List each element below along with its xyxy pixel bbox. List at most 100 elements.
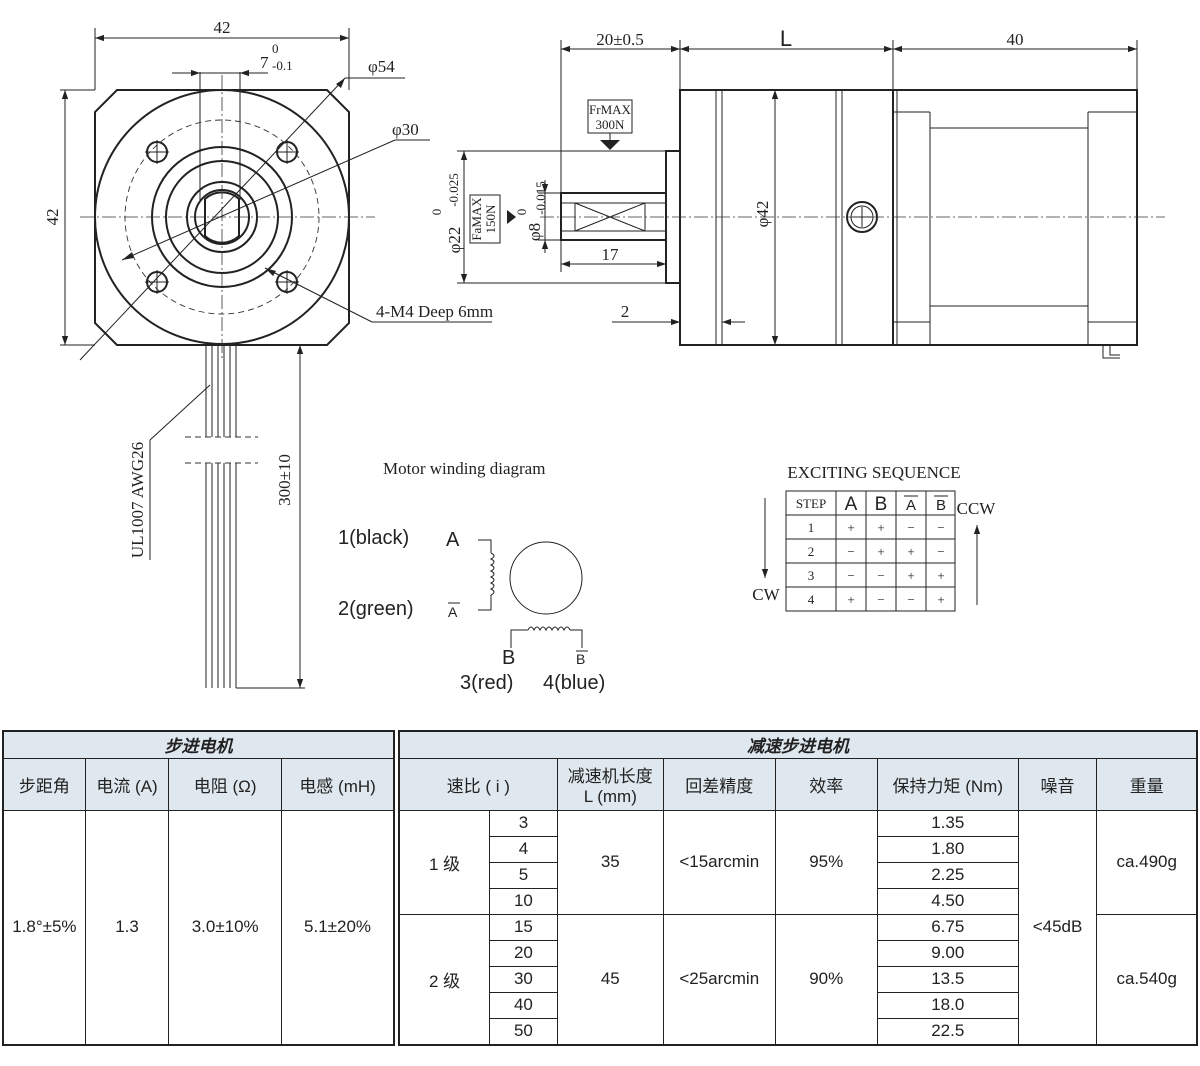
header-backlash: 回差精度 <box>662 757 776 811</box>
seq-header-step: STEP <box>796 496 826 511</box>
stage-2-efficiency: 90% <box>774 913 878 1046</box>
value-step-angle: 1.8°±5% <box>2 809 86 1046</box>
stage-1-label: 1 级 <box>398 809 491 915</box>
motor-body <box>892 89 1138 346</box>
torque-cell: 6.75 <box>876 913 1019 941</box>
header-step-angle: 步距角 <box>2 757 86 811</box>
seq-state-cell: + <box>907 544 914 559</box>
flat-dim: 7 <box>260 53 269 72</box>
stage-1-length: 35 <box>556 809 664 915</box>
header-holding-torque: 保持力矩 (Nm) <box>876 757 1019 811</box>
value-current: 1.3 <box>84 809 170 1046</box>
gear-motor-table: 减速步进电机 速比 ( i ) 减速机长度 L (mm) 回差精度 效率 保持力… <box>398 730 1198 1046</box>
shaft-diameter-upper: 0 <box>514 209 529 216</box>
phi54-dim: φ54 <box>368 57 395 76</box>
sequence-rows: 1++−−2−++−3−−++4+−−+ <box>808 520 945 607</box>
seq-step-number: 3 <box>808 568 815 583</box>
header-weight: 重量 <box>1096 757 1198 811</box>
mounting-holes <box>145 140 299 294</box>
motor-length-dim: 40 <box>1007 30 1024 49</box>
wire-spec-label: UL1007 AWG26 <box>128 442 147 558</box>
winding-diagram: Motor winding diagram 1(black) A 2(green… <box>338 459 605 694</box>
value-inductance: 5.1±20% <box>281 809 395 1046</box>
noise-value: <45dB <box>1017 809 1098 1046</box>
seq-state-cell: − <box>847 544 854 559</box>
header-noise: 噪音 <box>1017 757 1098 811</box>
wire-4-label: 4(blue) <box>543 672 605 694</box>
gearbox-length-dim: L <box>780 26 792 51</box>
seq-header-b: B <box>875 494 888 515</box>
torque-cell: 4.50 <box>876 887 1019 915</box>
stepper-motor-table: 步进电机 步距角 电流 (A) 电阻 (Ω) 电感 (mH) 1.8°±5% 1… <box>2 730 395 1046</box>
torque-cell: 1.80 <box>876 835 1019 863</box>
coil-b-label: B <box>502 647 515 669</box>
key-length-dim: 17 <box>602 245 620 264</box>
coil-a-lead <box>478 539 492 553</box>
pilot-diameter-dim: φ22 <box>445 227 464 254</box>
shaft-diameter-dim: φ8 <box>525 223 544 241</box>
gear-table-title: 减速步进电机 <box>398 730 1198 759</box>
coil-b <box>527 626 571 632</box>
cw-label: CW <box>752 585 780 604</box>
rotor-circle <box>509 541 583 615</box>
seq-step-number: 4 <box>808 592 815 607</box>
coil-a-bar-label: A <box>448 604 458 620</box>
seq-state-cell: + <box>877 520 884 535</box>
stage-2-length: 45 <box>556 913 664 1046</box>
seq-step-number: 2 <box>808 544 815 559</box>
coil-a-label: A <box>446 529 460 551</box>
ratio-cell: 4 <box>489 835 558 863</box>
output-shaft <box>560 192 667 241</box>
torque-cell: 18.0 <box>876 991 1019 1019</box>
torque-cell: 22.5 <box>876 1017 1019 1046</box>
stage-2-backlash: <25arcmin <box>662 913 776 1046</box>
radial-load-value: 300N <box>596 117 626 132</box>
seq-state-cell: − <box>937 520 944 535</box>
seq-state-cell: − <box>907 520 914 535</box>
coil-a <box>489 552 495 596</box>
motor-flange-outline <box>94 89 350 346</box>
header-gearbox-length-line2: L (mm) <box>583 786 637 806</box>
ratio-cell: 30 <box>489 965 558 993</box>
ratio-cell: 20 <box>489 939 558 967</box>
torque-cell: 13.5 <box>876 965 1019 993</box>
exciting-sequence: EXCITING SEQUENCE STEP A B A B 1++−−2−++… <box>752 463 997 612</box>
seq-state-cell: − <box>907 592 914 607</box>
header-resistance: 电阻 (Ω) <box>168 757 283 811</box>
front-width-dim: 42 <box>214 18 231 37</box>
coil-b-bar-label: B <box>576 651 585 667</box>
seq-state-cell: + <box>877 544 884 559</box>
value-resistance: 3.0±10% <box>168 809 283 1046</box>
ratio-cell: 5 <box>489 861 558 889</box>
wire-1-label: 1(black) <box>338 527 409 549</box>
stage-2-weight: ca.540g <box>1096 913 1198 1046</box>
winding-title: Motor winding diagram <box>383 459 545 478</box>
ccw-label: CCW <box>957 499 997 518</box>
seq-state-cell: + <box>847 592 854 607</box>
technical-drawing: 42 7 0 -0.1 42 <box>43 18 1165 694</box>
ratio-cell: 40 <box>489 991 558 1019</box>
seq-step-number: 1 <box>808 520 815 535</box>
front-view: 42 7 0 -0.1 42 <box>43 18 493 689</box>
seq-state-cell: − <box>877 592 884 607</box>
phi30-dim: φ30 <box>392 120 419 139</box>
stage-1-backlash: <15arcmin <box>662 809 776 915</box>
wire-3-label: 3(red) <box>460 672 513 694</box>
shaft-section <box>204 191 240 244</box>
lead-length-dim: 300±10 <box>275 454 294 506</box>
flat-dim-upper: 0 <box>272 41 279 56</box>
radial-load-label: FrMAX <box>589 102 632 117</box>
ratio-cell: 15 <box>489 913 558 941</box>
seq-header-a-bar: A <box>906 497 916 514</box>
torque-cell: 9.00 <box>876 939 1019 967</box>
header-gearbox-length-line1: 减速机长度 <box>567 766 653 786</box>
holes-callout: 4-M4 Deep 6mm <box>376 302 493 321</box>
ratio-cell: 50 <box>489 1017 558 1046</box>
front-height-dim: 42 <box>43 209 62 226</box>
axial-load-label: FaMAX <box>469 197 484 241</box>
seq-state-cell: + <box>937 568 944 583</box>
seq-state-cell: + <box>937 592 944 607</box>
seq-state-cell: − <box>937 544 944 559</box>
header-ratio: 速比 ( i ) <box>398 757 558 811</box>
header-gearbox-length: 减速机长度 L (mm) <box>556 757 664 811</box>
